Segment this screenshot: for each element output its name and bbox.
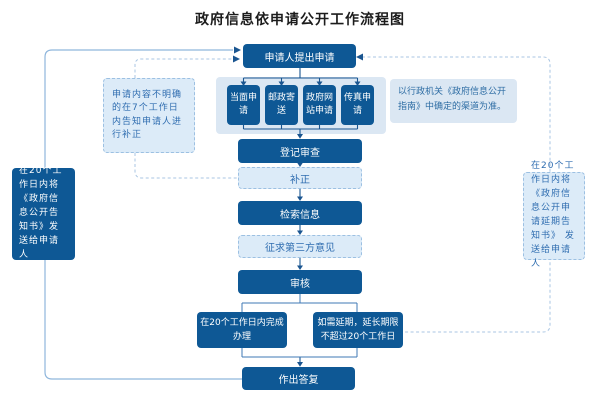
- dashed-connectors: [134, 56, 551, 333]
- node-register-review: 登记审查: [238, 139, 362, 163]
- channel-guide-text: 以行政机关《政府信息公开指南》中确定的渠道为准。: [398, 87, 507, 113]
- main-connectors: [242, 68, 359, 362]
- arrow-down-icons: [240, 81, 361, 367]
- node-reply: 作出答复: [242, 367, 355, 390]
- node-review: 审核: [238, 270, 362, 294]
- branch-connectors: [241, 294, 358, 358]
- node-channel-fax: 传真申请: [341, 85, 374, 125]
- note-notice-left: 在20个工作日内将《政府信息公开告知书》发送给申请人: [12, 166, 75, 260]
- node-channel-website: 政府网站申请: [303, 85, 336, 125]
- arrow-into-apply-icons: [233, 46, 363, 63]
- page-title: 政府信息依申请公开工作流程图: [195, 12, 405, 28]
- node-channel-in-person: 当面申请: [227, 85, 260, 125]
- node-extension: 如需延期，延长期限不超过20个工作日: [313, 312, 403, 348]
- node-third-party-opinion: 征求第三方意见: [238, 235, 362, 258]
- node-supplement: 补正: [238, 167, 362, 189]
- note-notice-left-text: 在20个工作日内将《政府信息公开告知书》发送给申请人: [19, 166, 63, 260]
- node-apply: 申请人提出申请: [243, 44, 356, 68]
- note-supplement: 申请内容不明确的在7个工作日内告知申请人进行补正: [103, 78, 195, 153]
- note-notice-right-text: 在20个工作日内将《政府信息公开申请延期告知书》 发送给申请人: [531, 161, 575, 269]
- note-supplement-text: 申请内容不明确的在7个工作日内告知申请人进行补正: [112, 90, 183, 140]
- node-complete-in-time: 在20个工作日内完成办理: [197, 312, 287, 348]
- node-channel-postal: 邮政寄送: [265, 85, 298, 125]
- node-retrieve-info: 检索信息: [238, 201, 362, 225]
- channel-guide-panel: 以行政机关《政府信息公开指南》中确定的渠道为准。: [390, 79, 517, 123]
- note-notice-right: 在20个工作日内将《政府信息公开申请延期告知书》 发送给申请人: [523, 161, 585, 269]
